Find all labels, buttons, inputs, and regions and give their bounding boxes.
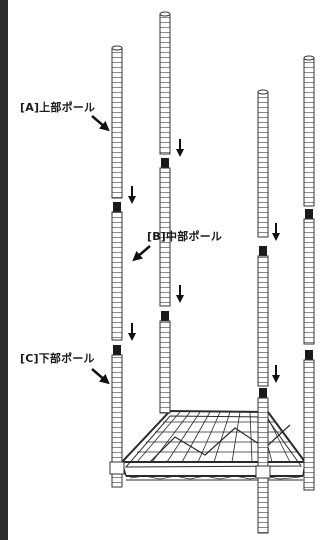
wire-shelf-icon bbox=[119, 409, 307, 481]
arrow-icon bbox=[91, 115, 151, 385]
pole-icon bbox=[159, 11, 171, 414]
page-edge-bar bbox=[0, 0, 8, 540]
pole-icon bbox=[303, 55, 315, 491]
sleeve-connector-icon bbox=[113, 202, 121, 212]
lower-pole-label: [C]下部ポール bbox=[20, 352, 95, 365]
upper-pole-label: [A]上部ポール bbox=[20, 101, 96, 114]
middle-pole-label: [B]中部ポール bbox=[147, 230, 223, 243]
arrow-icon bbox=[128, 139, 280, 383]
pole-icon bbox=[255, 89, 271, 534]
pole-icon bbox=[109, 45, 125, 488]
